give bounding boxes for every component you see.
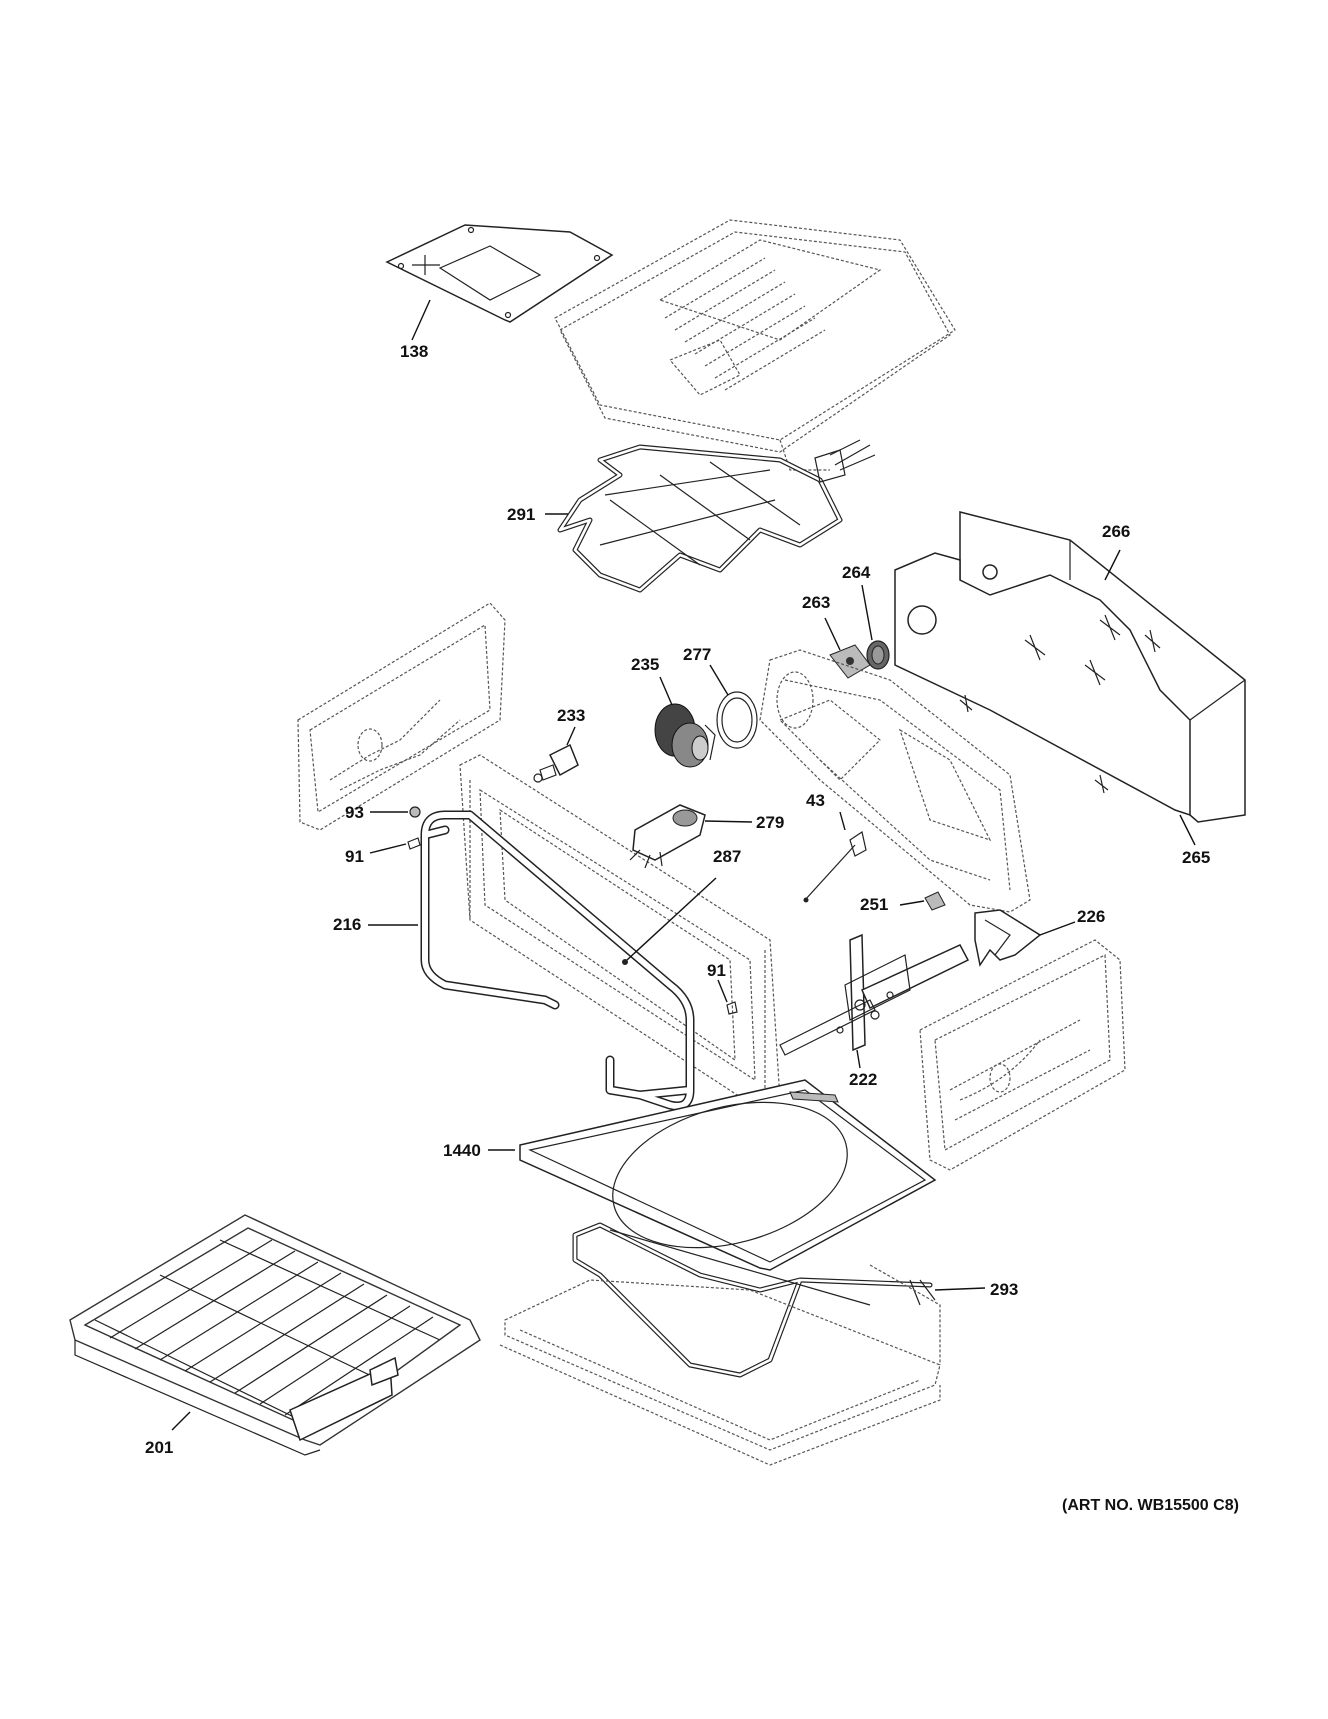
label-226: 226 [1077,907,1105,926]
part-293-bake-element [572,1222,986,1378]
part-287-screw [622,877,717,965]
label-277: 277 [683,645,711,664]
part-251-bracket [899,891,946,911]
label-201: 201 [145,1438,173,1457]
part-279-thermostat [629,804,753,869]
art-number: (ART NO. WB15500 C8) [1062,1497,1239,1514]
oven-liner [459,754,781,1111]
label-251: 251 [860,895,888,914]
label-265: 265 [1182,848,1210,867]
part-264-fan-cover [861,584,890,670]
part-201-oven-rack [69,1214,481,1456]
right-side-panel [919,939,1126,1171]
label-264: 264 [842,563,871,582]
part-91-screw-left [369,837,421,854]
label-93: 93 [345,803,364,822]
callout-labels: 138 291 266 264 263 277 235 233 279 93 9… [145,299,1239,1514]
label-291: 291 [507,505,535,524]
part-222-hinge [779,933,970,1069]
part-277-gasket [709,664,758,749]
part-235-fan-motor [654,676,716,768]
label-263: 263 [802,593,830,612]
label-138: 138 [400,342,428,361]
label-293: 293 [990,1280,1018,1299]
part-91-screw-right [717,979,738,1015]
label-235: 235 [631,655,659,674]
oven-bottom-plate [499,1264,941,1466]
label-43: 43 [806,791,825,810]
label-1440: 1440 [443,1141,481,1160]
part-291-broil-element [557,439,876,593]
label-91-left: 91 [345,847,364,866]
part-43-sensor [803,811,867,903]
part-1440-oven-bottom [488,1079,937,1271]
oven-top-wrapper [554,219,956,471]
part-216-gasket-tube [368,810,695,1111]
label-222: 222 [849,1070,877,1089]
label-216: 216 [333,915,361,934]
label-266: 266 [1102,522,1130,541]
part-93-nut [370,806,421,818]
part-138-cover-plate [385,224,614,323]
rear-panel [759,649,1031,913]
label-233: 233 [557,706,585,725]
part-233-shaft [533,726,579,783]
part-266-265-insulation [894,511,1246,846]
part-263-bracket [824,617,871,679]
left-side-panel [297,602,506,831]
label-287: 287 [713,847,741,866]
label-279: 279 [756,813,784,832]
part-226-bracket [974,909,1076,967]
label-91-right: 91 [707,961,726,980]
